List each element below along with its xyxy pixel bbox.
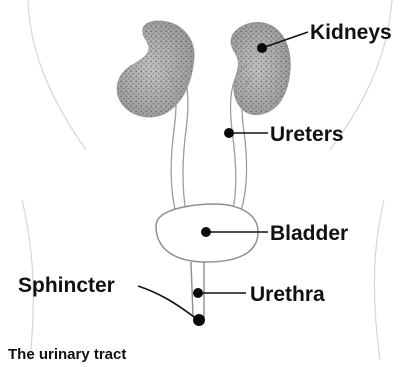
left-kidney <box>117 21 194 117</box>
sphincter-leader <box>138 286 198 320</box>
ureters-label: Ureters <box>270 123 344 146</box>
kidneys-dot <box>257 43 267 53</box>
urethra-dot <box>193 288 203 298</box>
kidneys-label: Kidneys <box>310 21 392 44</box>
urethra-label: Urethra <box>250 283 325 306</box>
right-kidney <box>231 22 290 114</box>
bladder-dot <box>201 227 211 237</box>
ureters-dot <box>224 128 234 138</box>
bladder-label: Bladder <box>270 222 348 245</box>
sphincter-label: Sphincter <box>18 274 115 297</box>
sphincter-dot <box>193 314 205 326</box>
body-outline <box>22 0 392 360</box>
figure-caption: The urinary tract <box>8 346 126 363</box>
